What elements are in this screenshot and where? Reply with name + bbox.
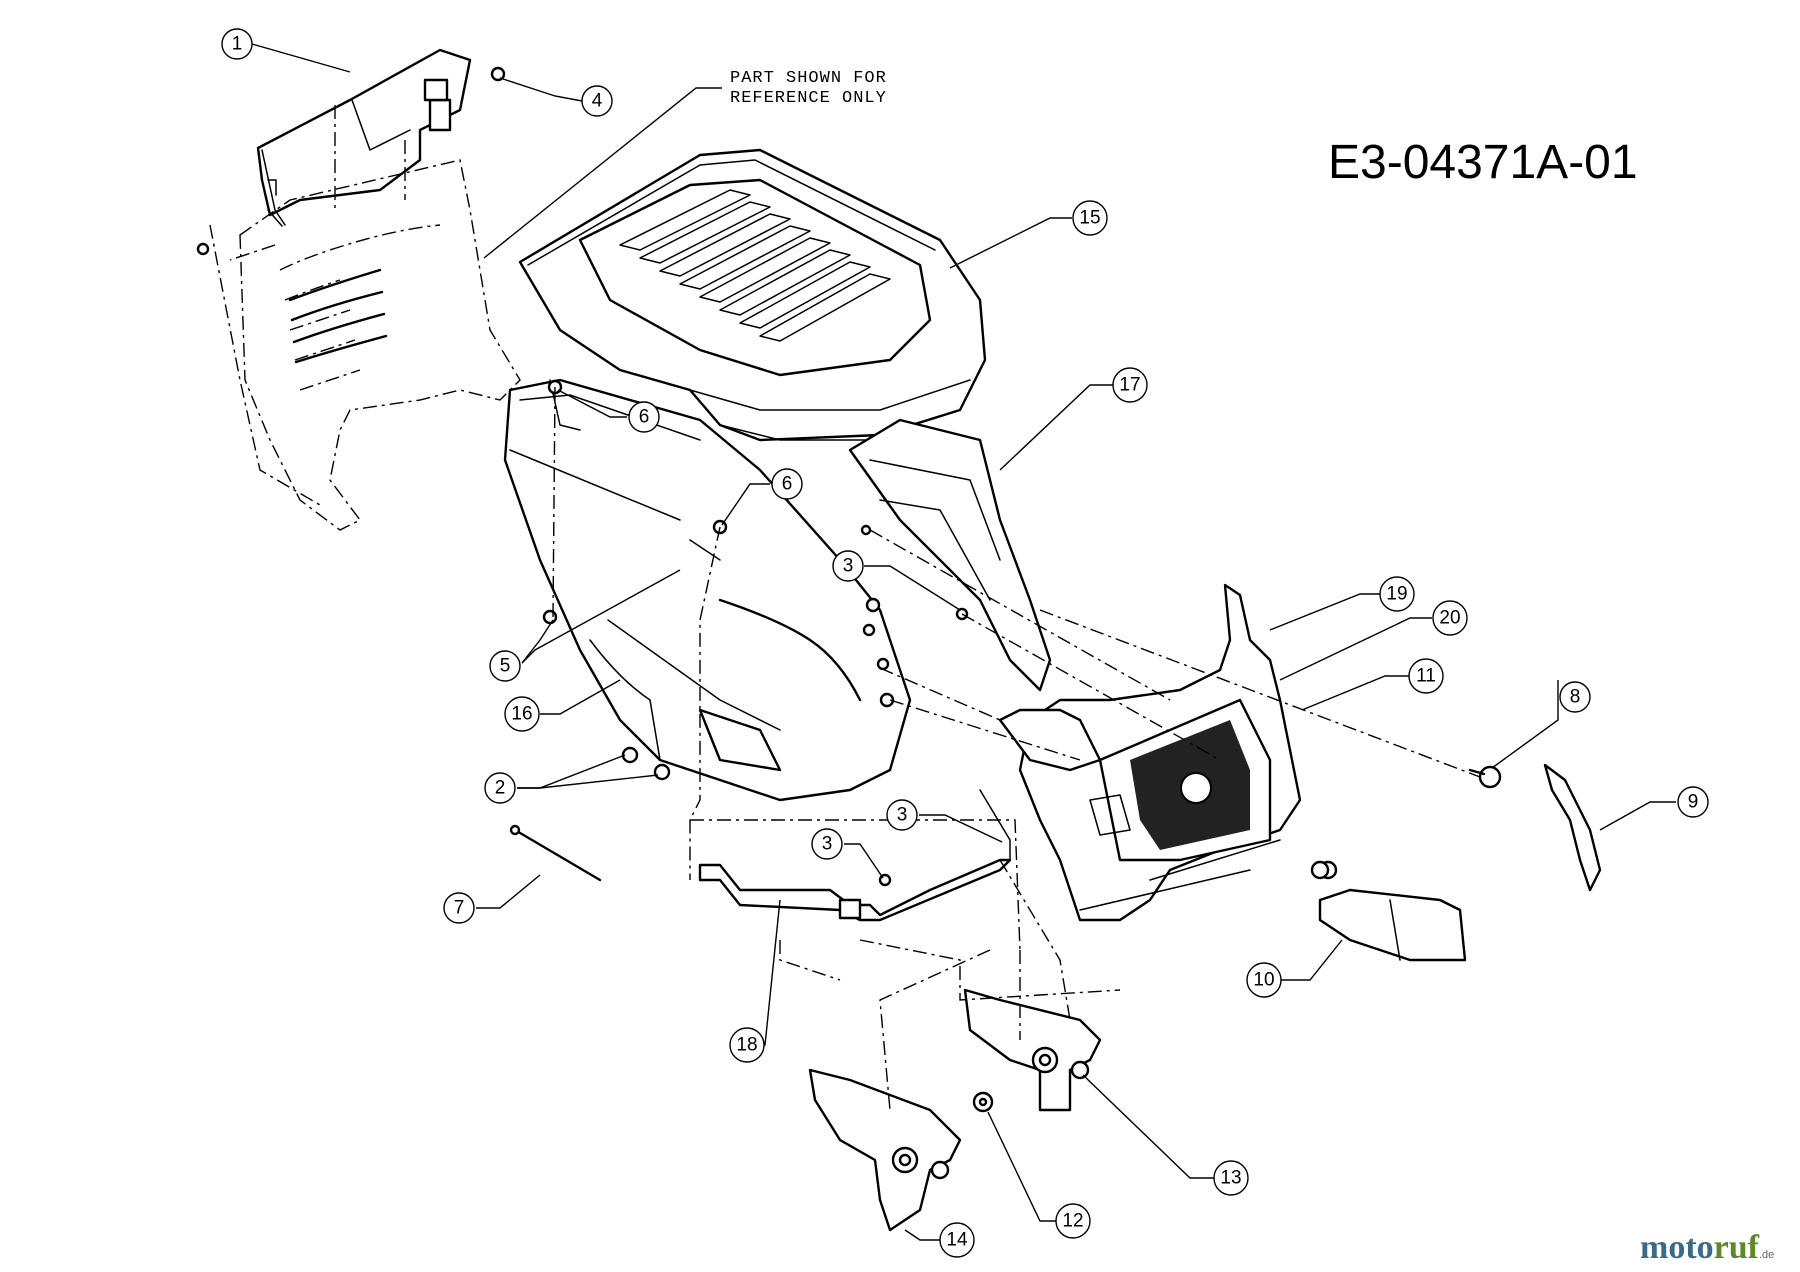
callout-leaders <box>251 43 1676 1241</box>
callout-17: 17 <box>1112 367 1148 403</box>
svg-text:15: 15 <box>1079 208 1100 229</box>
callout-15: 15 <box>1072 200 1108 236</box>
callout-9: 9 <box>1677 786 1709 818</box>
watermark-moto: moto <box>1640 1229 1714 1266</box>
part-hood <box>518 148 987 442</box>
callout-12: 12 <box>1055 1203 1091 1239</box>
svg-text:3: 3 <box>897 805 908 826</box>
watermark-de: .de <box>1759 1249 1774 1261</box>
callout-18: 18 <box>729 1027 765 1063</box>
svg-text:9: 9 <box>1688 792 1699 813</box>
part-side-panel <box>503 378 912 802</box>
callout-19: 19 <box>1379 576 1415 612</box>
callout-6-lower: 6 <box>771 468 803 500</box>
svg-text:2: 2 <box>495 778 506 799</box>
part-dash-panel <box>256 48 472 227</box>
svg-text:19: 19 <box>1386 584 1407 605</box>
svg-text:20: 20 <box>1439 608 1460 629</box>
svg-text:4: 4 <box>592 91 603 112</box>
callouts: 1 4 15 6 6 17 3 19 <box>221 28 1709 1258</box>
part-pivot-bracket-right <box>963 988 1102 1112</box>
callout-11: 11 <box>1408 658 1444 694</box>
svg-text:11: 11 <box>1416 666 1436 687</box>
part-hood-bracket <box>698 789 1012 922</box>
part-washer <box>972 1091 994 1113</box>
svg-text:5: 5 <box>500 656 511 677</box>
callout-7: 7 <box>443 892 475 924</box>
callout-16: 16 <box>504 696 540 732</box>
drawing-id: E3-04371A-01 <box>1328 136 1638 189</box>
svg-text:3: 3 <box>843 556 854 577</box>
callout-4: 4 <box>581 85 613 117</box>
callout-20: 20 <box>1432 600 1468 636</box>
svg-text:1: 1 <box>232 34 243 55</box>
reference-note-line-2: REFERENCE ONLY <box>730 89 887 108</box>
svg-text:14: 14 <box>946 1230 968 1251</box>
svg-text:3: 3 <box>822 834 833 855</box>
callout-13: 13 <box>1213 1160 1249 1196</box>
callout-2: 2 <box>484 772 516 804</box>
svg-text:motoruf.de: motoruf.de <box>1640 1229 1774 1266</box>
svg-text:12: 12 <box>1062 1211 1083 1232</box>
callout-8: 8 <box>1559 681 1591 713</box>
callout-5: 5 <box>489 650 521 682</box>
part-push-pin <box>1468 765 1502 789</box>
callout-3-lower: 3 <box>811 828 843 860</box>
watermark-logo: motoruf.de <box>1640 1229 1774 1266</box>
svg-text:6: 6 <box>782 474 793 495</box>
svg-text:13: 13 <box>1220 1168 1241 1189</box>
reference-note-line-1: PART SHOWN FOR <box>730 69 887 88</box>
callout-3-upper: 3 <box>832 550 864 582</box>
hood-vents <box>619 189 891 342</box>
callout-1: 1 <box>221 28 253 60</box>
callout-3-middle: 3 <box>886 799 918 831</box>
part-headlight-lens-right <box>1543 763 1602 892</box>
part-headlight-lens <box>1318 860 1467 962</box>
svg-text:10: 10 <box>1253 970 1274 991</box>
svg-text:17: 17 <box>1119 375 1140 396</box>
part-cable-tie <box>509 824 602 882</box>
callout-6-upper: 6 <box>628 401 660 433</box>
part-grille-assembly <box>998 583 1302 922</box>
part-pivot-bracket-left <box>808 1068 962 1232</box>
callout-10: 10 <box>1246 962 1282 998</box>
svg-text:8: 8 <box>1570 687 1581 708</box>
callout-14: 14 <box>939 1222 975 1258</box>
part-dash-insert <box>848 418 1052 692</box>
svg-text:16: 16 <box>511 704 532 725</box>
watermark-ruf: ruf <box>1714 1229 1760 1266</box>
reference-note: PART SHOWN FOR REFERENCE ONLY <box>483 69 887 259</box>
reference-part-shroud <box>209 159 521 531</box>
svg-text:18: 18 <box>736 1035 757 1056</box>
svg-text:7: 7 <box>454 898 465 919</box>
assembly-lines <box>229 105 1481 1111</box>
svg-text:6: 6 <box>639 407 650 428</box>
